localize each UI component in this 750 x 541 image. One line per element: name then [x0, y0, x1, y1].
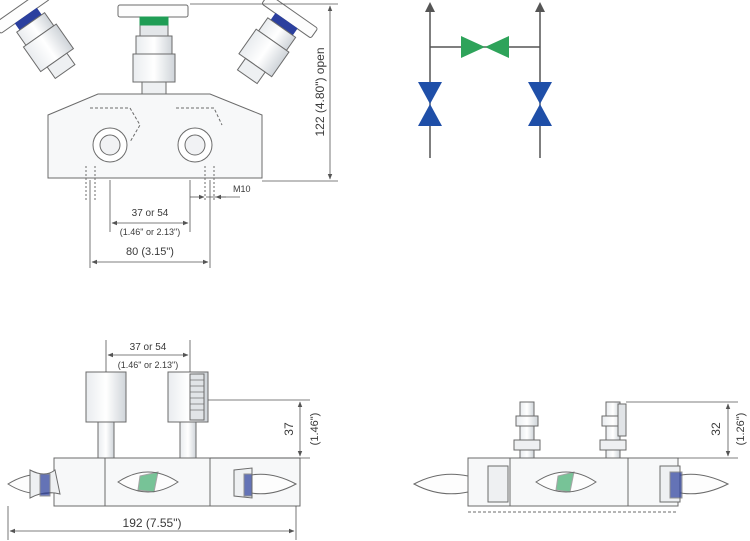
front-view [0, 0, 318, 200]
side-left-dimensions [7, 340, 310, 540]
front-width-label: 80 (3.15") [126, 246, 174, 258]
side-length-label: 192 (7.55") [123, 516, 182, 530]
center-handle [117, 4, 189, 18]
right-arrow-icon [535, 2, 545, 12]
right-height-mm: 32 [709, 422, 723, 436]
side-view-right [412, 401, 730, 513]
side-spacing-mm: 37 or 54 [130, 342, 167, 353]
right-height-in: (1.26") [735, 413, 747, 446]
block-valve-left-icon [418, 82, 442, 104]
valve-schematic [418, 2, 552, 158]
left-valve [0, 0, 76, 80]
left-nut [85, 371, 127, 423]
side-view-left [7, 371, 301, 507]
front-spacing-mm: 37 or 54 [132, 208, 169, 219]
green-cap [139, 16, 169, 26]
side-height-mm: 37 [282, 422, 296, 436]
equalizing-valve-icon [461, 36, 485, 58]
front-spacing-in: (1.46" or 2.13") [120, 227, 180, 237]
thread-label: M10 [233, 184, 251, 194]
front-height-label: 122 (4.80") open [313, 48, 327, 137]
side-height-in: (1.46") [309, 413, 321, 446]
manifold-body [47, 93, 263, 179]
block-valve-right-icon [528, 82, 552, 104]
left-arrow-icon [425, 2, 435, 12]
side-right-dimensions [626, 401, 738, 459]
right-valve [236, 0, 318, 85]
front-dimensions [89, 3, 338, 268]
side-spacing-in: (1.46" or 2.13") [118, 360, 178, 370]
